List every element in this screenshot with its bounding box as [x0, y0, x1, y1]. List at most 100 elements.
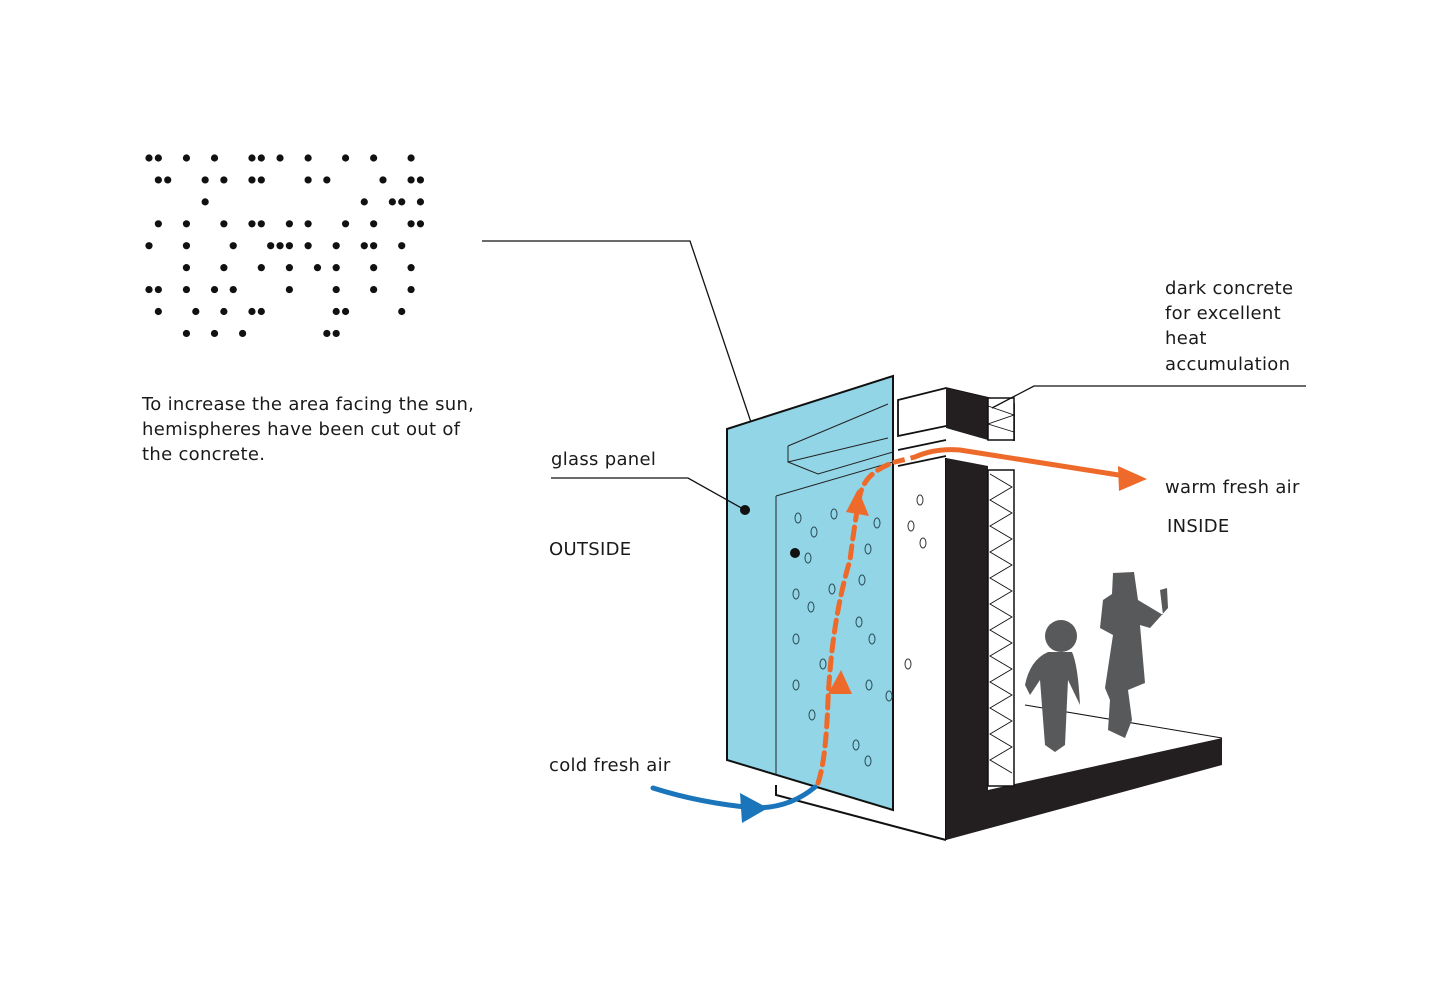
braille-dot	[154, 154, 162, 162]
braille-dot	[239, 329, 247, 338]
braille-dot	[154, 285, 162, 294]
braille-dot	[257, 307, 265, 316]
braille-dot	[407, 176, 415, 184]
braille-dot	[257, 176, 265, 184]
braille-dot	[341, 307, 350, 316]
glass-panel	[726, 374, 894, 812]
braille-dot	[313, 264, 322, 272]
label-warm-fresh-air: warm fresh air	[1165, 477, 1300, 498]
label-dark-concrete-2: for excellent	[1165, 303, 1281, 324]
braille-dot	[285, 264, 293, 272]
label-glass-panel: glass panel	[551, 449, 656, 470]
braille-dot	[248, 307, 256, 316]
label-dark-concrete-3: heat	[1165, 328, 1207, 349]
braille-dot	[182, 285, 191, 294]
braille-dot	[276, 154, 284, 162]
child-silhouette	[1045, 620, 1077, 652]
braille-leader-dot	[790, 548, 800, 558]
warm-air-arrow	[815, 447, 1147, 786]
braille-dot	[370, 220, 378, 228]
concrete-beam	[946, 388, 988, 440]
glass-leader-line	[551, 477, 746, 511]
label-inside: INSIDE	[1167, 516, 1230, 537]
braille-dot	[407, 154, 415, 162]
braille-dot	[192, 307, 200, 316]
braille-dot	[416, 220, 425, 228]
people-silhouettes	[1025, 572, 1168, 752]
caption-line-3: the concrete.	[142, 444, 265, 465]
braille-dot	[332, 285, 340, 294]
braille-dot	[323, 176, 331, 184]
braille-dot	[304, 220, 312, 228]
braille-dot	[304, 154, 312, 162]
braille-dot	[370, 154, 378, 162]
label-dark-concrete-4: accumulation	[1165, 354, 1290, 375]
braille-dot	[248, 154, 256, 162]
braille-dot	[407, 285, 415, 294]
braille-dot	[154, 220, 162, 228]
braille-dot	[332, 264, 340, 272]
braille-dot	[341, 220, 350, 228]
braille-dot	[285, 220, 293, 228]
braille-dot	[182, 154, 191, 162]
adult-silhouette	[1100, 572, 1168, 738]
braille-dot	[229, 242, 237, 250]
braille-dot	[285, 242, 293, 250]
braille-dot	[182, 220, 191, 228]
braille-dot	[145, 285, 153, 294]
concrete-leader-line	[991, 385, 1306, 409]
braille-dot	[332, 242, 340, 250]
braille-dot	[332, 329, 340, 338]
braille-dot	[201, 198, 209, 206]
braille-dot	[285, 285, 293, 294]
glass-leader-dot	[740, 505, 750, 515]
braille-dot	[370, 242, 378, 250]
braille-dot	[182, 242, 191, 250]
braille-dot	[407, 220, 415, 228]
braille-dot	[154, 307, 162, 316]
braille-dot	[220, 264, 228, 272]
braille-dot	[201, 176, 209, 184]
braille-dot	[229, 285, 237, 294]
braille-dot	[370, 285, 378, 294]
braille-dot	[341, 154, 350, 162]
braille-dot	[416, 198, 425, 206]
braille-dot	[257, 154, 265, 162]
braille-dot	[398, 198, 406, 206]
building	[775, 387, 1223, 842]
braille-dot	[257, 220, 265, 228]
braille-dot	[220, 176, 228, 184]
braille-dot	[210, 154, 219, 162]
braille-dot	[407, 264, 415, 272]
label-cold-fresh-air: cold fresh air	[549, 755, 671, 776]
braille-dot	[267, 242, 275, 250]
braille-dot	[257, 264, 265, 272]
braille-dot	[323, 329, 331, 338]
braille-pattern	[145, 154, 425, 338]
concrete-wall	[946, 458, 1222, 840]
braille-dot	[248, 176, 256, 184]
braille-dot	[398, 307, 406, 316]
braille-dot	[210, 285, 219, 294]
label-dark-concrete-1: dark concrete	[1165, 278, 1293, 299]
insulation-layer	[987, 469, 1015, 787]
braille-dot	[304, 176, 312, 184]
braille-dot	[182, 264, 191, 272]
caption-line-2: hemispheres have been cut out of	[142, 419, 461, 440]
cold-air-arrow	[650, 784, 818, 823]
braille-dot	[210, 329, 219, 338]
braille-dot	[360, 242, 368, 250]
braille-dot	[379, 176, 387, 184]
label-outside: OUTSIDE	[549, 539, 631, 560]
braille-dot	[276, 242, 284, 250]
braille-dot	[145, 154, 153, 162]
braille-dot	[416, 176, 425, 184]
braille-dot	[332, 307, 340, 316]
braille-dot	[220, 307, 228, 316]
braille-dot	[360, 198, 368, 206]
braille-dot	[304, 242, 312, 250]
braille-dot	[145, 242, 153, 250]
braille-dot	[388, 198, 396, 206]
braille-dot	[154, 176, 162, 184]
